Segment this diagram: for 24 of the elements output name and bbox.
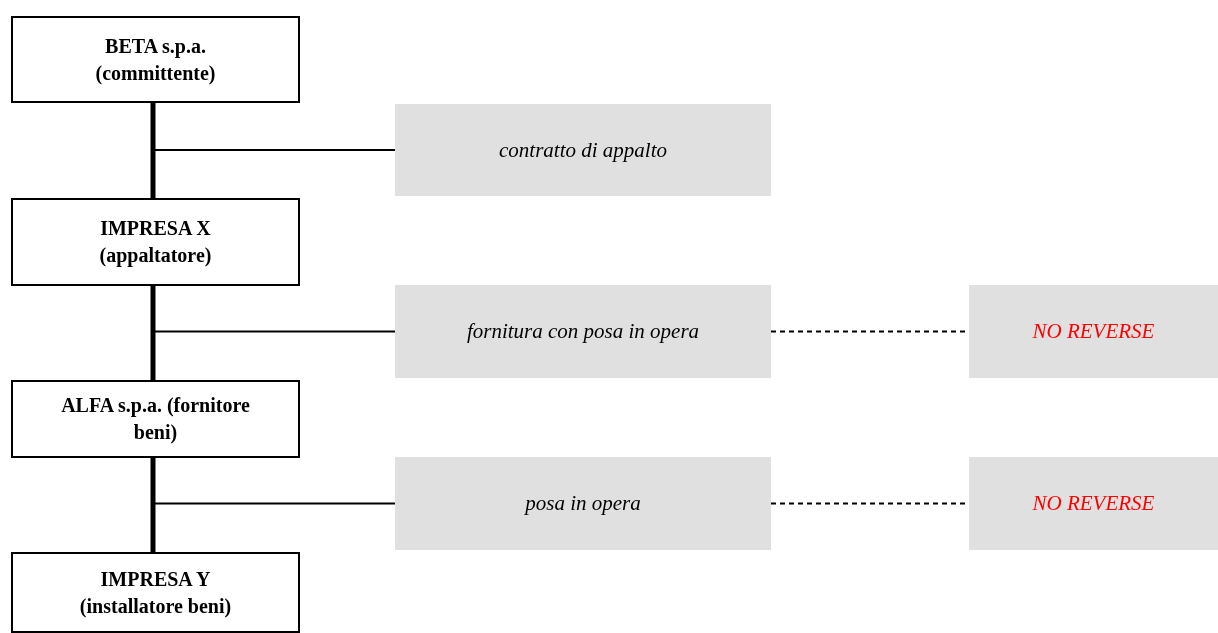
party-box bbox=[11, 16, 300, 103]
party-box bbox=[11, 198, 300, 286]
connector-line bbox=[152, 330, 396, 333]
party-box bbox=[11, 552, 300, 633]
note-box bbox=[969, 285, 1218, 378]
connector-line bbox=[150, 286, 156, 380]
party-label: ALFA s.p.a. (fornitore beni) bbox=[60, 393, 251, 446]
contract-box bbox=[395, 285, 771, 378]
party-box bbox=[11, 380, 300, 458]
note-label: NO REVERSE bbox=[1032, 318, 1155, 346]
contract-box bbox=[395, 457, 771, 550]
party-label: IMPRESA Y (installatore beni) bbox=[78, 566, 233, 620]
note-label: NO REVERSE bbox=[1032, 490, 1155, 518]
connector-line bbox=[152, 149, 396, 151]
connector-line bbox=[152, 502, 396, 505]
party-label: BETA s.p.a. (committente) bbox=[94, 33, 217, 87]
connector-line bbox=[150, 103, 156, 198]
contract-label: fornitura con posa in opera bbox=[466, 318, 700, 346]
party-label: IMPRESA X (appaltatore) bbox=[98, 216, 213, 269]
contract-box bbox=[395, 104, 771, 196]
contract-label: posa in opera bbox=[525, 490, 641, 518]
connector-line bbox=[150, 458, 156, 552]
contract-label: contratto di appalto bbox=[499, 136, 667, 164]
note-box bbox=[969, 457, 1218, 550]
